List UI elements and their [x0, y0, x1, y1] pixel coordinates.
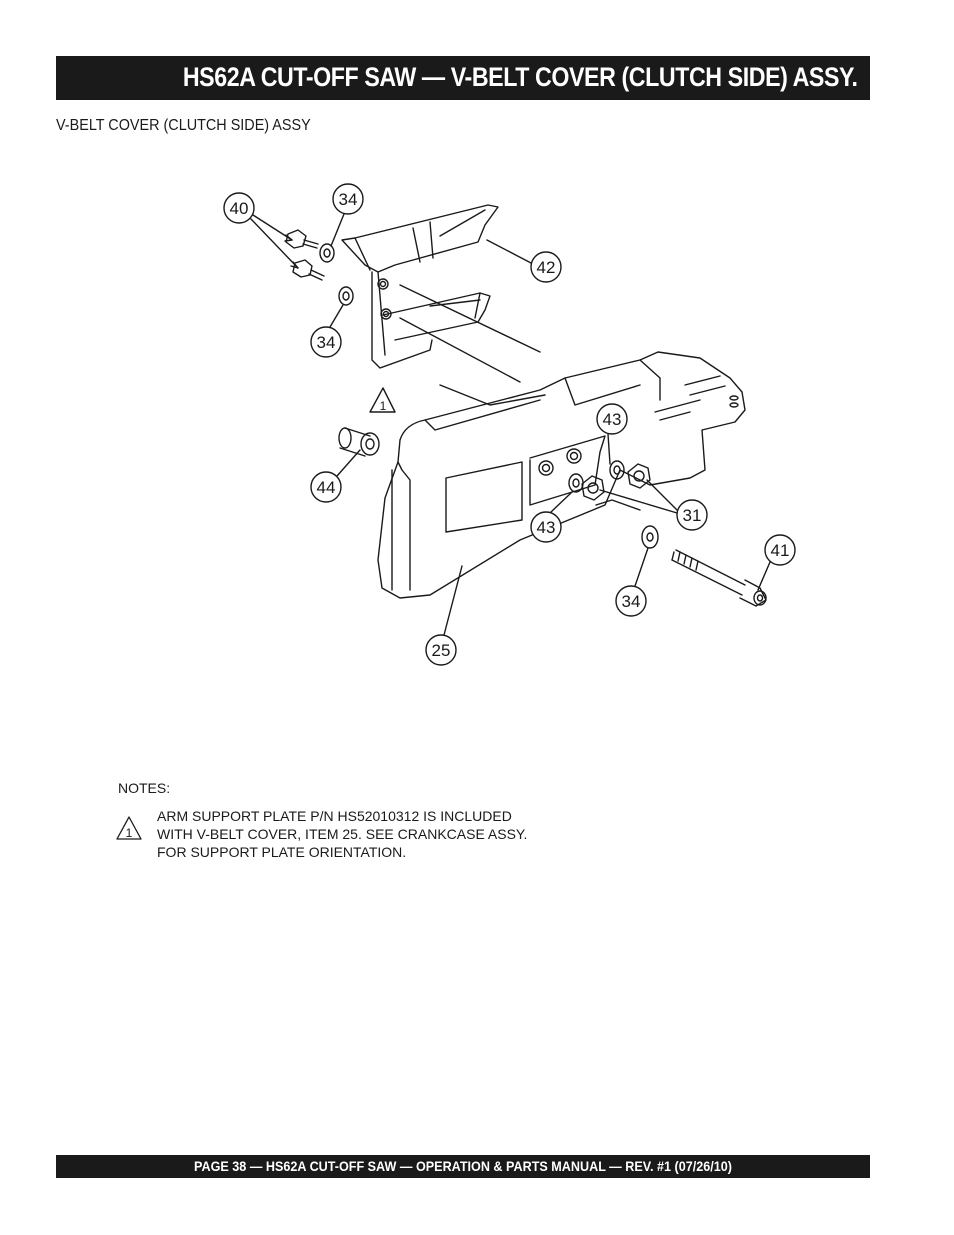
part-42-bracket — [341, 204, 499, 369]
assembly-line — [399, 317, 521, 383]
callout-34-left: 34 — [317, 333, 336, 352]
title-bar: HS62A CUT-OFF SAW — V-BELT COVER (CLUTCH… — [56, 56, 870, 100]
part-41-bolt — [671, 549, 767, 607]
part-34-washer — [641, 525, 659, 549]
part-34-washer — [338, 286, 354, 306]
note-line: ARM SUPPORT PLATE P/N HS52010312 IS INCL… — [157, 808, 512, 824]
assembly-line — [399, 284, 541, 353]
note-line: FOR SUPPORT PLATE ORIENTATION. — [157, 844, 407, 860]
part-43-washer — [609, 460, 625, 480]
notes-body: ARM SUPPORT PLATE P/N HS52010312 IS INCL… — [157, 807, 527, 861]
callout-41: 41 — [771, 541, 790, 560]
page-footer: PAGE 38 — HS62A CUT-OFF SAW — OPERATION … — [194, 1158, 732, 1174]
note-line: WITH V-BELT COVER, ITEM 25. SEE CRANKCAS… — [157, 826, 528, 842]
leader-lines — [250, 213, 771, 636]
page-title: HS62A CUT-OFF SAW — V-BELT COVER (CLUTCH… — [183, 62, 858, 92]
section-subtitle: V-BELT COVER (CLUTCH SIDE) ASSY — [56, 117, 311, 134]
footer-bar: PAGE 38 — HS62A CUT-OFF SAW — OPERATION … — [56, 1155, 870, 1178]
part-25-vbelt-cover — [377, 351, 746, 599]
callout-25: 25 — [432, 641, 451, 660]
callout-31: 31 — [683, 506, 702, 525]
callout-43-lower: 43 — [537, 518, 556, 537]
notes-heading: NOTES: — [118, 780, 171, 796]
note-marker-label: 1 — [126, 826, 133, 840]
callouts: 40 34 42 34 43 44 31 43 41 34 25 — [223, 183, 796, 666]
callout-43-upper: 43 — [603, 410, 622, 429]
callout-34-lower: 34 — [622, 592, 641, 611]
warning-triangle-icon: 1 — [369, 387, 396, 413]
warning-marker-label: 1 — [380, 399, 387, 413]
part-44-spacer — [338, 427, 380, 457]
part-31-nut — [627, 463, 651, 489]
callout-42: 42 — [537, 258, 556, 277]
part-43-washer — [568, 473, 584, 493]
callout-40: 40 — [230, 199, 249, 218]
part-40-bolts — [285, 229, 325, 281]
callout-44: 44 — [317, 478, 336, 497]
part-34-washer — [319, 243, 335, 263]
note-triangle-icon: 1 — [116, 816, 142, 840]
callout-34-top: 34 — [339, 190, 358, 209]
part-31-nut — [581, 475, 605, 501]
